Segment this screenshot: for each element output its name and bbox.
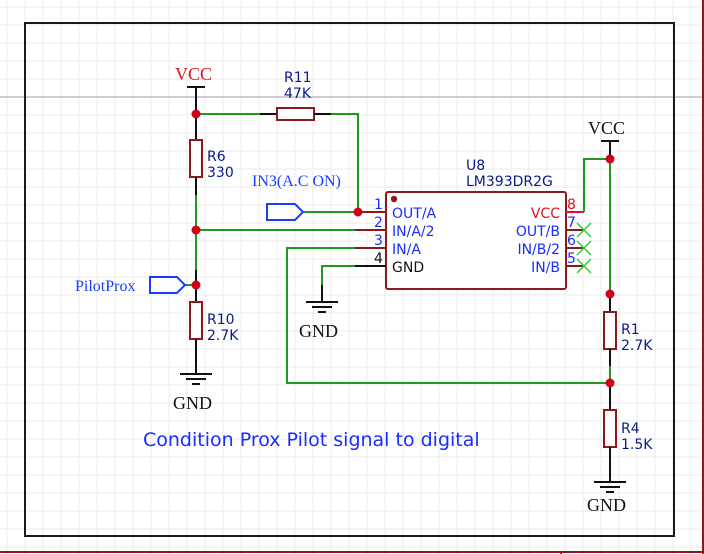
u8-designator: U8 <box>466 158 485 174</box>
r6-value: 330 <box>207 165 234 181</box>
vcc-label-right: VCC <box>588 118 625 138</box>
resistor-r4[interactable]: R4 1.5K <box>603 409 653 482</box>
pin-num: 7 <box>567 215 576 231</box>
pin-num: 8 <box>567 197 576 213</box>
junction-dot <box>353 207 363 217</box>
junction-dot <box>605 378 615 388</box>
pin-name: IN/B <box>531 260 560 276</box>
in3-label: IN3(A.C ON) <box>252 173 341 190</box>
pin-num: 5 <box>567 251 576 267</box>
pin-name: IN/B/2 <box>517 242 560 258</box>
pin-num: 3 <box>374 233 383 249</box>
vcc-symbol-right[interactable]: VCC <box>588 118 625 159</box>
r4-value: 1.5K <box>621 437 653 453</box>
pin-num: 1 <box>374 197 383 213</box>
pin1-marker <box>390 195 398 203</box>
u8-part: LM393DR2G <box>466 174 553 190</box>
gnd-label-mid: GND <box>299 321 338 341</box>
pin-name: OUT/B <box>516 224 560 240</box>
pilotprox-label: PilotProx <box>75 278 135 295</box>
r6-designator: R6 <box>207 149 226 165</box>
resistor-r10[interactable]: R10 2.7K <box>189 301 239 374</box>
netport-in3[interactable]: IN3(A.C ON) <box>252 173 341 221</box>
pin-num: 4 <box>374 251 383 267</box>
r11-value: 47K <box>284 86 312 102</box>
pin-name: GND <box>392 260 424 276</box>
netport-pilotprox[interactable]: PilotProx <box>75 276 187 295</box>
resistor-r1[interactable]: R1 2.7K <box>603 311 653 366</box>
pin-name: IN/A <box>392 242 421 258</box>
junction-dot <box>191 109 201 119</box>
wire[interactable] <box>286 247 610 384</box>
junction-dot <box>605 289 615 299</box>
pin-name: VCC <box>531 206 560 222</box>
pin-num: 2 <box>374 215 383 231</box>
r1-value: 2.7K <box>621 338 653 354</box>
schematic-frame <box>24 22 675 537</box>
vcc-label-left: VCC <box>175 64 212 84</box>
gnd-symbol-right[interactable]: GND <box>587 481 626 515</box>
ic-u8[interactable]: U8 LM393DR2G 1 2 3 4 OUT/A IN/A/2 IN/A G… <box>355 158 584 290</box>
gnd-label-left: GND <box>173 393 212 413</box>
vcc-symbol-left[interactable]: VCC <box>175 64 212 114</box>
pin-name: OUT/A <box>392 206 437 222</box>
wire[interactable] <box>331 113 359 212</box>
r1-designator: R1 <box>621 322 640 338</box>
r10-value: 2.7K <box>207 328 239 344</box>
pin-num: 6 <box>567 233 576 249</box>
gnd-symbol-left[interactable]: GND <box>173 373 212 413</box>
no-connect-markers <box>576 222 592 274</box>
r4-designator: R4 <box>621 421 640 437</box>
wire[interactable] <box>321 265 355 285</box>
resistor-r11[interactable]: R11 47K <box>260 70 331 121</box>
gnd-label-right: GND <box>587 495 626 515</box>
junction-dot <box>605 154 615 164</box>
pin-name: IN/A/2 <box>392 224 435 240</box>
wire[interactable] <box>583 158 610 212</box>
gnd-symbol-mid[interactable]: GND <box>299 285 338 341</box>
resistor-r6[interactable]: R6 330 <box>189 139 234 195</box>
schematic-note: Condition Prox Pilot signal to digital <box>143 429 480 451</box>
junction-dot <box>191 225 201 235</box>
r11-designator: R11 <box>284 70 312 86</box>
r10-designator: R10 <box>207 312 235 328</box>
junction-dot <box>191 280 201 290</box>
